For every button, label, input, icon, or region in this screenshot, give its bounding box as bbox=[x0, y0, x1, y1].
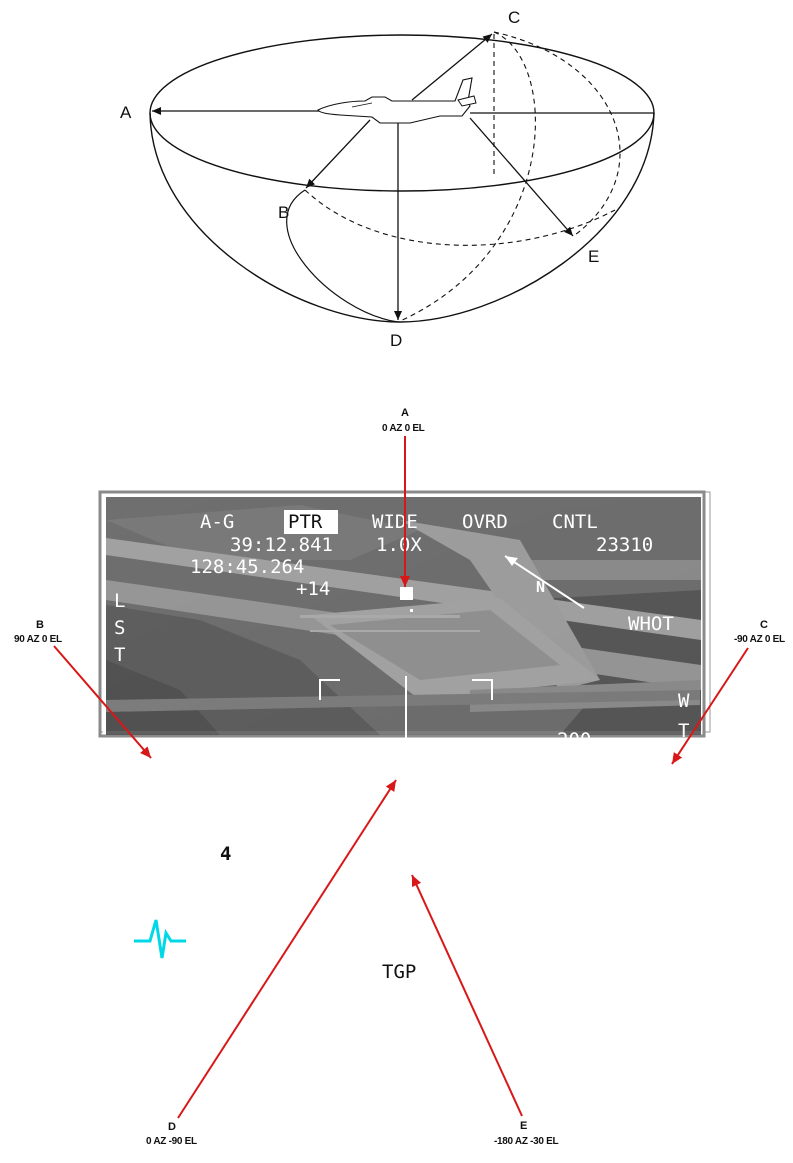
vector-e bbox=[469, 117, 574, 237]
osb-dclt[interactable]: DCLT bbox=[556, 961, 602, 983]
marker-d bbox=[396, 757, 416, 777]
altitude-readout: 23310 bbox=[596, 534, 653, 556]
meridian-b-d bbox=[286, 189, 399, 323]
station-right: 6 7 bbox=[568, 843, 602, 865]
arc-b-e-dashed bbox=[304, 189, 616, 246]
osb-ptr[interactable]: PTR bbox=[288, 511, 323, 533]
laser-code: 1688 bbox=[462, 903, 508, 925]
meridian-c-e-dashed bbox=[493, 31, 621, 236]
tracking-crosshair bbox=[312, 676, 500, 855]
osb-mt-t[interactable]: T bbox=[114, 774, 125, 796]
osb-cntl[interactable]: CNTL bbox=[552, 511, 598, 533]
longitude-readout: 128:45.264 bbox=[190, 556, 304, 578]
osb-wide[interactable]: WIDE bbox=[372, 511, 418, 533]
station-selected: 4 bbox=[220, 843, 231, 865]
laser-status: CMBT bbox=[376, 903, 422, 925]
callouts: A 0 AZ 0 EL B 90 AZ 0 EL C -90 AZ 0 EL D… bbox=[14, 407, 785, 1147]
osb-cztgt-g[interactable]: G bbox=[678, 895, 689, 917]
callout-d: D 0 AZ -90 EL bbox=[146, 779, 397, 1147]
time-top: 001:07 bbox=[557, 903, 626, 925]
marker-a bbox=[400, 587, 413, 600]
label-e: E bbox=[588, 247, 599, 266]
callout-e-coords: -180 AZ -30 EL bbox=[494, 1136, 559, 1147]
osb-ptr-highlight bbox=[284, 510, 338, 534]
terrain-imagery bbox=[106, 497, 701, 735]
osb-lst-l[interactable]: L bbox=[114, 590, 125, 612]
osb-cztgt-c[interactable]: C bbox=[678, 818, 689, 840]
callout-b: B 90 AZ 0 EL bbox=[14, 619, 152, 759]
marker-e bbox=[399, 864, 409, 871]
callout-d-letter: D bbox=[168, 1121, 176, 1133]
mode-line: IR POINT L bbox=[326, 868, 440, 890]
marker-b bbox=[153, 758, 167, 772]
callout-a-coords: 0 AZ 0 EL bbox=[382, 423, 425, 434]
osb-lst-s[interactable]: S bbox=[114, 617, 125, 639]
hemisphere-bowl bbox=[149, 112, 655, 323]
osb-af-a[interactable]: A bbox=[114, 873, 126, 895]
latitude-readout: 39:12.841 bbox=[230, 534, 333, 556]
zoom-readout: 1.0X bbox=[376, 534, 422, 556]
laser-select: BOTH1 bbox=[557, 868, 614, 890]
callout-c-coords: -90 AZ 0 EL bbox=[734, 634, 785, 645]
polarity-readout: WHOT bbox=[628, 613, 674, 635]
station-left: 3 bbox=[186, 842, 197, 864]
callout-c: C -90 AZ 0 EL bbox=[671, 619, 785, 765]
laser-time: L 12.0 bbox=[250, 903, 319, 925]
ready-status: RDY bbox=[378, 925, 413, 947]
osb-a-g[interactable]: A-G bbox=[200, 511, 234, 533]
osb-tgp-highlight bbox=[378, 958, 432, 984]
vector-b bbox=[305, 119, 371, 189]
heartbeat-icon bbox=[134, 919, 186, 959]
mfd-bezel-full bbox=[98, 490, 706, 738]
osb-wtsp-w[interactable]: W bbox=[678, 690, 690, 712]
osb-cztgt-z[interactable]: Z bbox=[678, 845, 689, 867]
osb-wpn[interactable]: WPN bbox=[290, 961, 324, 983]
marker-a-dot bbox=[410, 609, 413, 612]
osb-sms[interactable]: SMS bbox=[470, 961, 504, 983]
callout-b-coords: 90 AZ 0 EL bbox=[14, 634, 62, 645]
label-a: A bbox=[120, 103, 132, 122]
hemisphere-diagram: A B C D E bbox=[120, 8, 655, 350]
osb-wtsp-s[interactable]: S bbox=[678, 754, 689, 776]
osb-cztgt-t2[interactable]: T bbox=[678, 923, 689, 945]
callout-a-letter: A bbox=[401, 407, 409, 419]
label-c: C bbox=[508, 8, 520, 27]
callout-e: E -180 AZ -30 EL bbox=[411, 874, 559, 1147]
callout-c-letter: C bbox=[760, 619, 768, 631]
north-arrow-icon: N bbox=[504, 555, 585, 609]
callout-a: A 0 AZ 0 EL bbox=[382, 407, 425, 587]
aircraft-icon bbox=[317, 77, 477, 124]
osb-mt-m[interactable]: M bbox=[114, 749, 125, 771]
time-bottom: 0902:17 bbox=[557, 932, 620, 950]
osb-tgp[interactable]: TGP bbox=[382, 961, 416, 983]
label-d: D bbox=[390, 331, 402, 350]
osb-ovrd[interactable]: OVRD bbox=[462, 511, 508, 533]
callout-d-coords: 0 AZ -90 EL bbox=[146, 1136, 197, 1147]
mfd-display: A-G PTR WIDE OVRD CNTL 39:12.841 128:45.… bbox=[98, 490, 711, 984]
osb-wtsp-p[interactable]: P bbox=[678, 783, 689, 805]
meridian-c-d-dashed bbox=[397, 31, 536, 323]
osb-lst-t[interactable]: T bbox=[114, 644, 125, 666]
osb-swap[interactable]: SWAP bbox=[190, 961, 236, 983]
elevation-readout: +14 bbox=[296, 578, 330, 600]
callout-b-letter: B bbox=[36, 619, 44, 631]
osb-cztgt-t[interactable]: T bbox=[678, 868, 689, 890]
osb-wtsp-t[interactable]: T bbox=[678, 720, 689, 742]
callout-e-letter: E bbox=[520, 1120, 527, 1132]
north-label: N bbox=[536, 578, 545, 596]
station-selected-highlight bbox=[216, 840, 238, 866]
label-b: B bbox=[278, 203, 289, 222]
osb-af-f[interactable]: F bbox=[114, 899, 125, 921]
marker-c bbox=[651, 761, 668, 778]
vector-c bbox=[411, 33, 493, 101]
range-readout: 200 bbox=[557, 729, 591, 751]
